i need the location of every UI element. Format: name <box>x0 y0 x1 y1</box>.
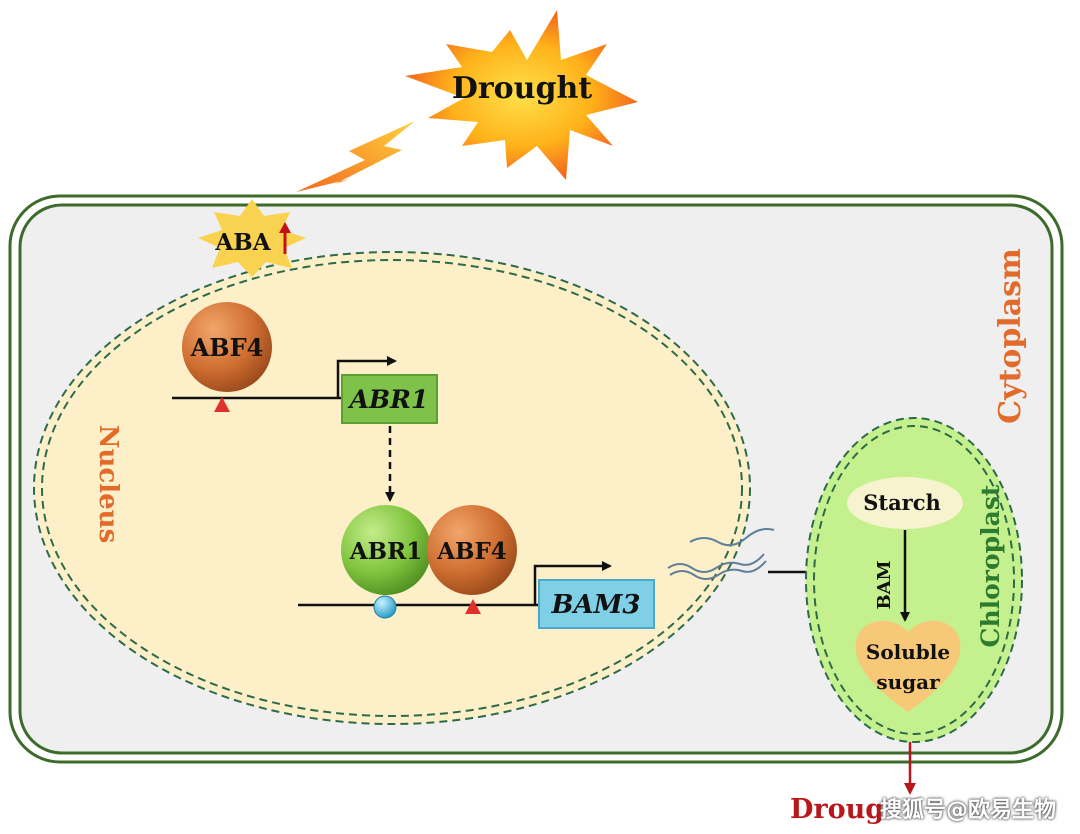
chloroplast-label: Chloroplast <box>976 484 1005 647</box>
lightning-bolt-icon <box>296 121 415 192</box>
sugar-label: sugar <box>876 670 940 694</box>
mrna-strand-3 <box>689 528 775 547</box>
abf4-label-bottom: ABF4 <box>436 538 507 565</box>
starch-label: Starch <box>863 490 941 515</box>
abf4-protein-bottom <box>427 505 517 595</box>
transcription-start-arrow-bottom <box>533 561 612 604</box>
binding-site-dot <box>373 595 397 619</box>
aba-label: ABA <box>214 229 271 256</box>
abf4-label-top: ABF4 <box>190 333 264 362</box>
abr1-gene-label: ABR1 <box>348 385 429 414</box>
promoter-element-bottom <box>465 599 481 614</box>
promoter-element-top <box>214 397 230 412</box>
bam3-gene-label: BAM3 <box>550 590 640 620</box>
nucleus-membrane-outer <box>33 251 751 725</box>
aba-increase-arrow-icon <box>279 222 291 254</box>
cytoplasm-label: Cytoplasm <box>993 248 1028 424</box>
drought-burst <box>405 10 638 180</box>
abf4-protein-top <box>182 302 272 392</box>
mrna-strand-2 <box>669 560 767 580</box>
soluble-label: Soluble <box>866 640 950 664</box>
bam-enzyme-label: BAM <box>874 560 895 609</box>
nucleus-label: Nucleus <box>93 425 123 543</box>
soluble-sugar-heart <box>855 620 961 712</box>
abr1-protein-label: ABR1 <box>349 538 422 565</box>
chloroplast-membrane-inner <box>813 425 1015 735</box>
abr1-protein <box>341 505 431 595</box>
bam3-gene-box <box>538 579 655 629</box>
nucleus-membrane-inner <box>41 259 743 717</box>
drought-tolerance-label: Droug <box>790 794 884 825</box>
watermark: 搜狐号@欧易生物 <box>880 798 1057 823</box>
transcription-start-arrow-top <box>336 356 397 397</box>
starch-granule <box>847 477 963 529</box>
abr1-gene-box <box>341 374 438 424</box>
aba-burst <box>198 199 306 277</box>
drought-label: Drought <box>452 71 592 106</box>
mrna-strand-1 <box>667 553 765 573</box>
